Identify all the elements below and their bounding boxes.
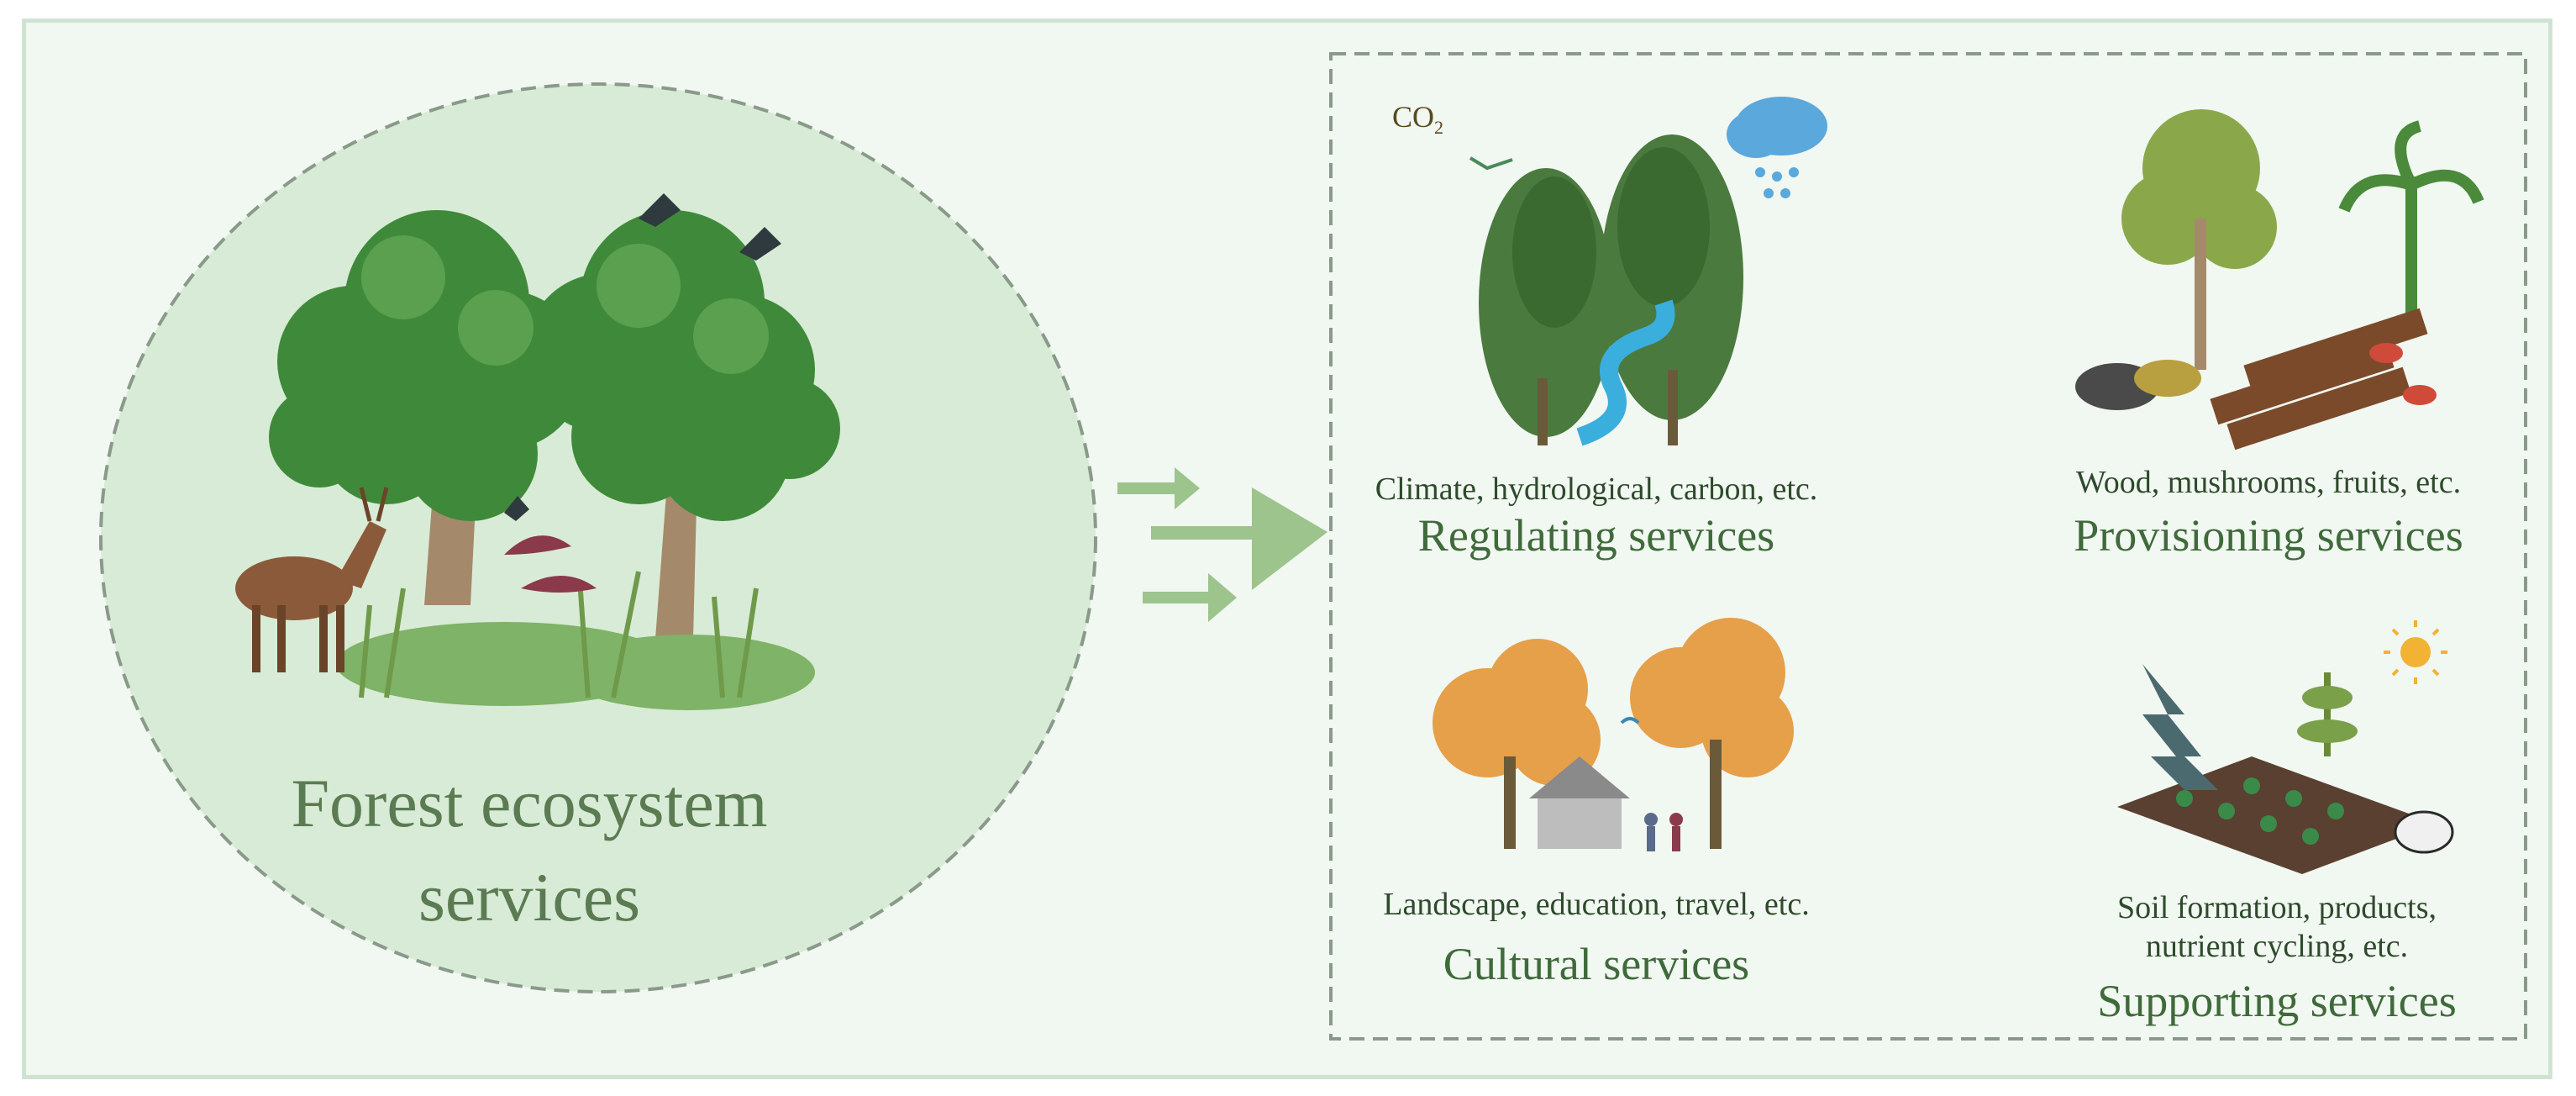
center-title-line1: Forest ecosystem — [291, 765, 768, 841]
provisioning-title: Provisioning services — [2074, 510, 2463, 561]
supporting-soil-icon — [2117, 664, 2454, 874]
cultural-examples: Landscape, education, travel, etc. — [1383, 887, 1810, 922]
rain-cloud-icon — [1727, 97, 1827, 198]
flow-arrows — [1117, 467, 1327, 622]
sun-icon — [2384, 620, 2447, 684]
center-title: Forest ecosystem services — [193, 756, 865, 945]
provisioning-examples: Wood, mushrooms, fruits, etc. — [2075, 465, 2462, 500]
center-title-line2: services — [418, 859, 641, 935]
supporting-title: Supporting services — [2097, 976, 2457, 1026]
cultural-landscape-icon — [1433, 618, 1794, 851]
services-box — [1329, 52, 2527, 1041]
supporting-examples-line2: nutrient cycling, etc. — [2145, 929, 2409, 964]
cultural-title: Cultural services — [1443, 939, 1750, 989]
regulating-title: Regulating services — [1417, 510, 1775, 561]
bird-icon — [504, 193, 781, 521]
supporting-examples-line1: Soil formation, products, — [2117, 890, 2437, 925]
forest-trees-icon — [269, 210, 840, 710]
co2-label: CO2 — [1392, 100, 1444, 139]
regulating-trees-icon — [1469, 134, 1743, 446]
deer-icon — [235, 487, 389, 672]
provisioning-wood-icon — [2075, 109, 2484, 451]
regulating-examples: Climate, hydrological, carbon, etc. — [1375, 472, 1818, 507]
